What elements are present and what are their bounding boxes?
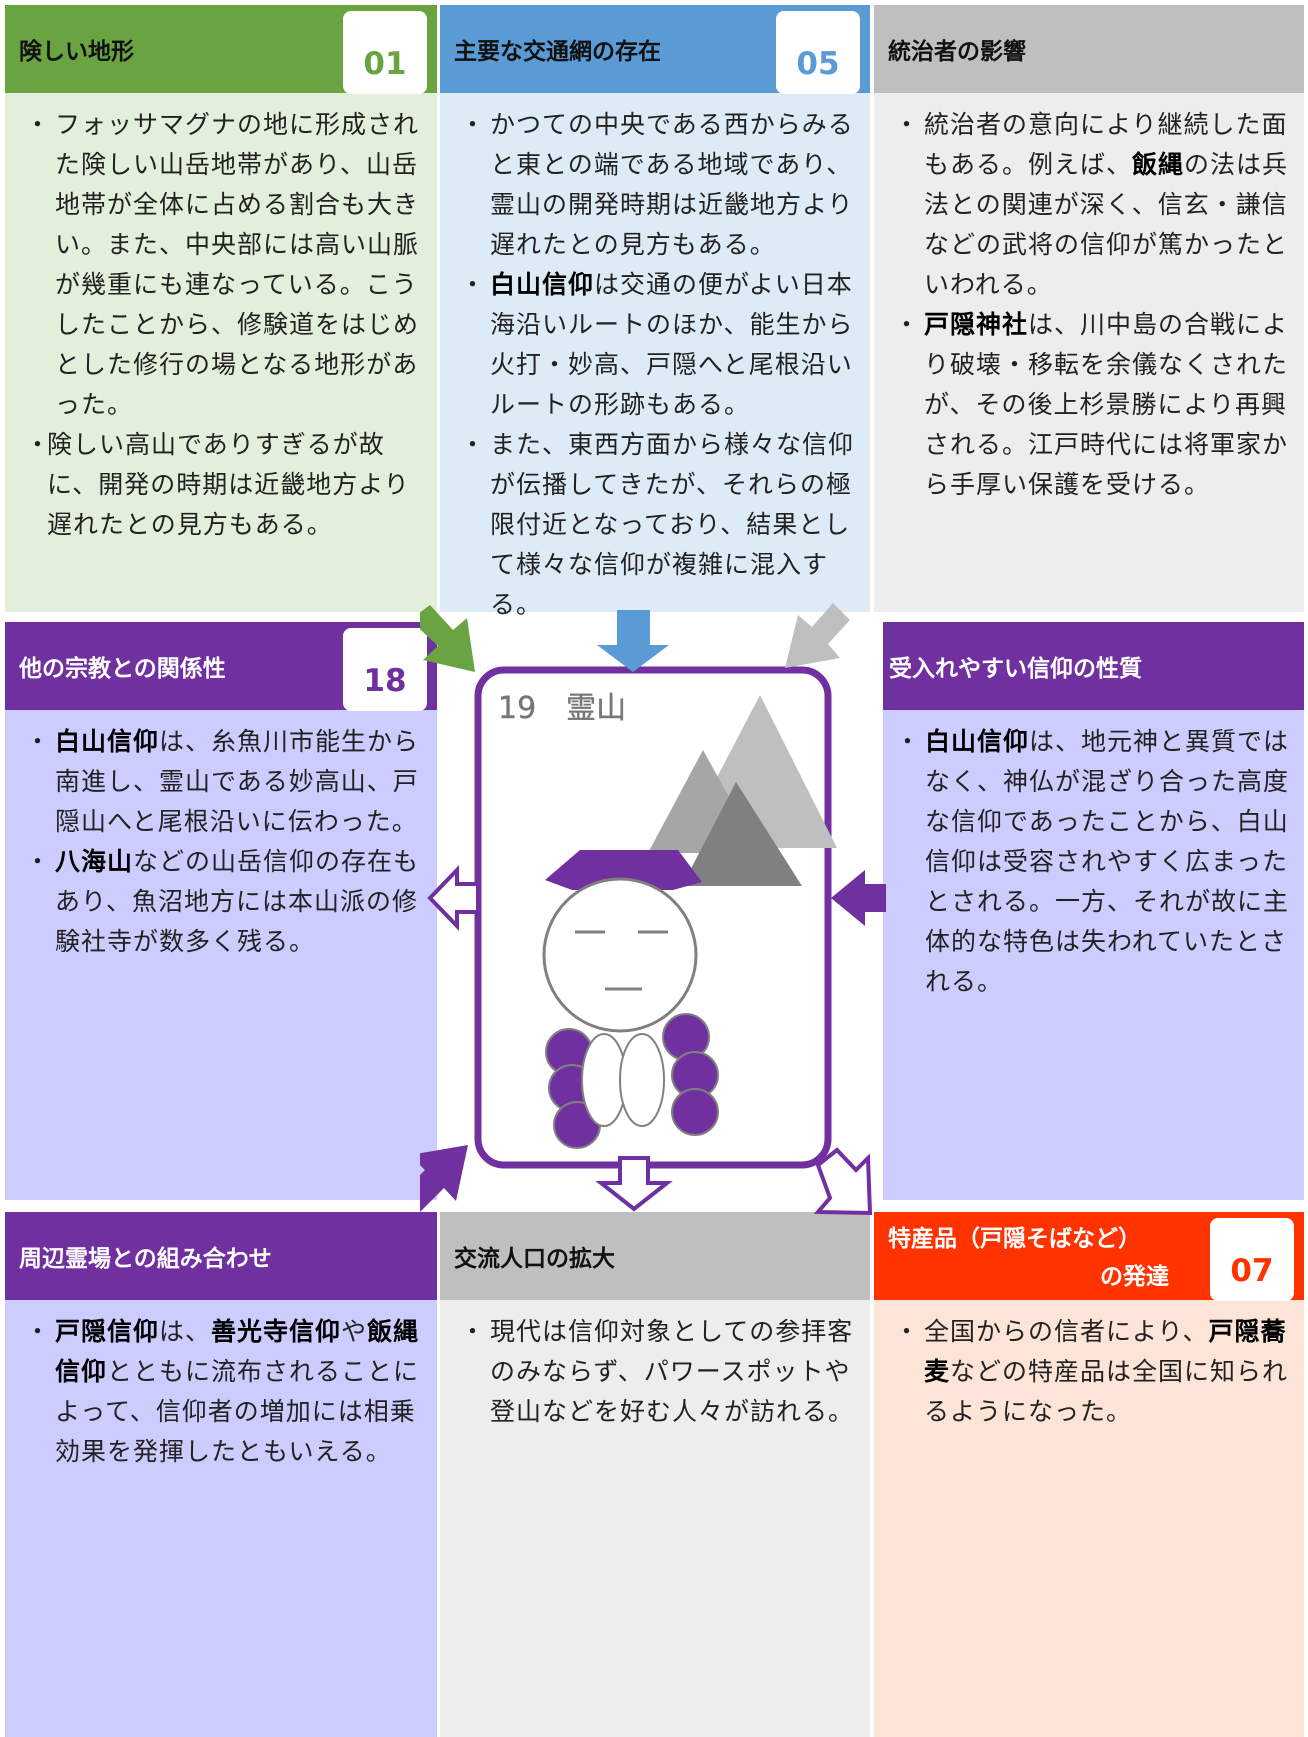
- bead-icon: [671, 1088, 719, 1136]
- bold-term: 白山信仰: [490, 270, 595, 299]
- bold-term: 善光寺信仰: [211, 1317, 342, 1346]
- bullet-item: 白山信仰は、地元神と異質ではなく、神仏が混ざり合った高度な信仰であったことから、…: [887, 722, 1292, 1002]
- bold-term: 戸隠蕎麦: [924, 1317, 1287, 1386]
- bullet-item: 戸隠神社は、川中島の合戦により破壊・移転を余儀なくされたが、その後上杉景勝により…: [886, 305, 1292, 505]
- bold-term: 戸隠神社: [924, 310, 1029, 339]
- panel-transport-network: 主要な交通網の存在 05 かつての中央である西からみると東との端である地域であり…: [440, 5, 870, 619]
- panel-body: 統治者の意向により継続した面もある。例えば、飯縄の法は兵法との関連が深く、信玄・…: [874, 93, 1304, 612]
- number-badge: 05: [776, 11, 860, 94]
- bold-term: 飯縄: [1132, 150, 1185, 179]
- panel-header: 周辺霊場との組み合わせ: [5, 1212, 437, 1300]
- bullet-item: また、東西方面から様々な信仰が伝播してきたが、それらの極限付近となっており、結果…: [452, 425, 858, 625]
- panel-title: 統治者の影響: [888, 39, 1026, 65]
- panel-title: 他の宗教との関係性: [19, 656, 226, 682]
- item-text: は、糸魚川市能生から南進し、霊山である妙高山、戸隠山へと尾根沿いに伝わった。: [55, 727, 420, 836]
- panel-title: 特産品（戸隠そばなど） の発達: [888, 1220, 1194, 1296]
- card-label: 19 霊山: [498, 691, 626, 726]
- bullet-item: かつての中央である西からみると東との端である地域であり、霊山の開発時期は近畿地方…: [452, 105, 858, 265]
- item-text: は、地元神と異質ではなく、神仏が混ざり合った高度な信仰であったことから、白山信仰…: [925, 727, 1290, 996]
- bullet-item: 統治者の意向により継続した面もある。例えば、飯縄の法は兵法との関連が深く、信玄・…: [886, 105, 1292, 305]
- arrow-left-icon: [831, 870, 886, 926]
- panel-body: 白山信仰は、地元神と異質ではなく、神仏が混ざり合った高度な信仰であったことから、…: [883, 710, 1304, 1200]
- item-text: や: [341, 1317, 368, 1346]
- item-text: は交通の便がよい日本海沿いルートのほか、能生から火打・妙高、戸隠へと尾根沿いルー…: [490, 270, 854, 419]
- bullet-item: 白山信仰は交通の便がよい日本海沿いルートのほか、能生から火打・妙高、戸隠へと尾根…: [452, 265, 858, 425]
- item-text: とともに流布されることによって、信仰者の増加には相乗効果を発揮したともいえる。: [55, 1357, 420, 1466]
- bold-term: 戸隠信仰: [55, 1317, 160, 1346]
- hand-icon: [619, 1033, 665, 1127]
- bullet-item: 全国からの信者により、戸隠蕎麦などの特産品は全国に知られるようになった。: [886, 1312, 1292, 1432]
- panel-body: 全国からの信者により、戸隠蕎麦などの特産品は全国に知られるようになった。: [874, 1300, 1304, 1737]
- panel-exchange-population: 交流人口の拡大 現代は信仰対象としての参拝客のみならず、パワースポットや登山など…: [440, 1212, 870, 1737]
- arrow-down-right-icon: [420, 605, 475, 672]
- center-illustration: 19 霊山: [420, 603, 886, 1216]
- bullet-item: 白山信仰は、糸魚川市能生から南進し、霊山である妙高山、戸隠山へと尾根沿いに伝わっ…: [17, 722, 425, 842]
- item-text: の法は兵法との関連が深く、信玄・謙信などの武将の信仰が篤かったといわれる。: [924, 150, 1289, 299]
- panel-header: 他の宗教との関係性 18: [5, 622, 437, 711]
- panel-body: 戸隠信仰は、善光寺信仰や飯縄信仰とともに流布されることによって、信仰者の増加には…: [5, 1300, 437, 1737]
- item-text: は、: [159, 1317, 212, 1346]
- panel-title: 周辺霊場との組み合わせ: [19, 1246, 272, 1272]
- panel-body: フォッサマグナの地に形成された険しい山岳地帯があり、山岳地帯が全体に占める割合も…: [5, 93, 437, 612]
- panel-nearby-sacred-sites: 周辺霊場との組み合わせ 戸隠信仰は、善光寺信仰や飯縄信仰とともに流布されることに…: [5, 1212, 437, 1737]
- number-badge: 01: [343, 11, 427, 94]
- panel-specialty-products: 特産品（戸隠そばなど） の発達 07 全国からの信者により、戸隠蕎麦などの特産品…: [874, 1212, 1304, 1737]
- item-text: 全国からの信者により、: [924, 1317, 1209, 1346]
- bold-term: 白山信仰: [55, 727, 160, 756]
- panel-body: かつての中央である西からみると東との端である地域であり、霊山の開発時期は近畿地方…: [440, 93, 870, 619]
- arrow-down-icon: [597, 610, 669, 672]
- hat-icon: [545, 850, 702, 890]
- bullet-item: 現代は信仰対象としての参拝客のみならず、パワースポットや登山などを好む人々が訪れ…: [452, 1312, 858, 1432]
- panel-header: 統治者の影響: [874, 5, 1304, 93]
- panel-title-line: 特産品（戸隠そばなど）: [888, 1226, 1141, 1252]
- panel-header: 特産品（戸隠そばなど） の発達 07: [874, 1212, 1304, 1301]
- item-text: などの山岳信仰の存在もあり、魚沼地方には本山派の修験社寺が数多く残る。: [55, 847, 420, 956]
- arrow-down-outline-icon: [595, 1156, 673, 1212]
- mountain-icon: [682, 782, 802, 886]
- panel-title: 主要な交通網の存在: [454, 39, 661, 65]
- bullet-item: 険しい高山でありすぎるが故に、開発の時期は近畿地方より遅れたとの見方もある。: [17, 425, 425, 545]
- number-badge: 07: [1210, 1218, 1294, 1301]
- panel-body: 現代は信仰対象としての参拝客のみならず、パワースポットや登山などを好む人々が訪れ…: [440, 1300, 870, 1737]
- panel-body: 白山信仰は、糸魚川市能生から南進し、霊山である妙高山、戸隠山へと尾根沿いに伝わっ…: [5, 710, 437, 1200]
- bold-term: 八海山: [55, 847, 134, 876]
- bullet-item: 戸隠信仰は、善光寺信仰や飯縄信仰とともに流布されることによって、信仰者の増加には…: [17, 1312, 425, 1472]
- panel-other-religions: 他の宗教との関係性 18 白山信仰は、糸魚川市能生から南進し、霊山である妙高山、…: [5, 622, 437, 1200]
- bullet-item: 八海山などの山岳信仰の存在もあり、魚沼地方には本山派の修験社寺が数多く残る。: [17, 842, 425, 962]
- panel-title: 受入れやすい信仰の性質: [889, 656, 1142, 682]
- panel-title: 交流人口の拡大: [454, 1246, 615, 1272]
- bold-term: 飯縄信仰: [55, 1317, 420, 1386]
- panel-ruler-influence: 統治者の影響 統治者の意向により継続した面もある。例えば、飯縄の法は兵法との関連…: [874, 5, 1304, 612]
- item-text: は、川中島の合戦により破壊・移転を余儀なくされたが、その後上杉景勝により再興され…: [924, 310, 1289, 499]
- panel-header: 険しい地形 01: [5, 5, 437, 94]
- panel-title: 険しい地形: [19, 39, 134, 65]
- bold-term: 白山信仰: [925, 727, 1030, 756]
- arrow-left-outline-icon: [427, 865, 480, 931]
- panel-header: 交流人口の拡大: [440, 1212, 870, 1300]
- face-icon: [542, 877, 698, 1033]
- item-text: などの特産品は全国に知られるようになった。: [924, 1357, 1289, 1426]
- arrow-up-right-icon: [420, 1145, 468, 1212]
- number-badge: 18: [343, 628, 427, 711]
- arrow-down-right-outline-icon: [813, 1147, 873, 1216]
- panel-accepting-faith: 受入れやすい信仰の性質 白山信仰は、地元神と異質ではなく、神仏が混ざり合った高度…: [883, 622, 1304, 1200]
- panel-header: 受入れやすい信仰の性質: [883, 622, 1304, 710]
- panel-rugged-terrain: 険しい地形 01 フォッサマグナの地に形成された険しい山岳地帯があり、山岳地帯が…: [5, 5, 437, 612]
- arrow-down-left-icon: [785, 603, 850, 668]
- item-text: 統治者の意向により継続した面もある。例えば、: [924, 110, 1288, 179]
- panel-header: 主要な交通網の存在 05: [440, 5, 870, 94]
- bullet-item: フォッサマグナの地に形成された険しい山岳地帯があり、山岳地帯が全体に占める割合も…: [17, 105, 425, 425]
- panel-title-line: の発達: [1100, 1264, 1169, 1290]
